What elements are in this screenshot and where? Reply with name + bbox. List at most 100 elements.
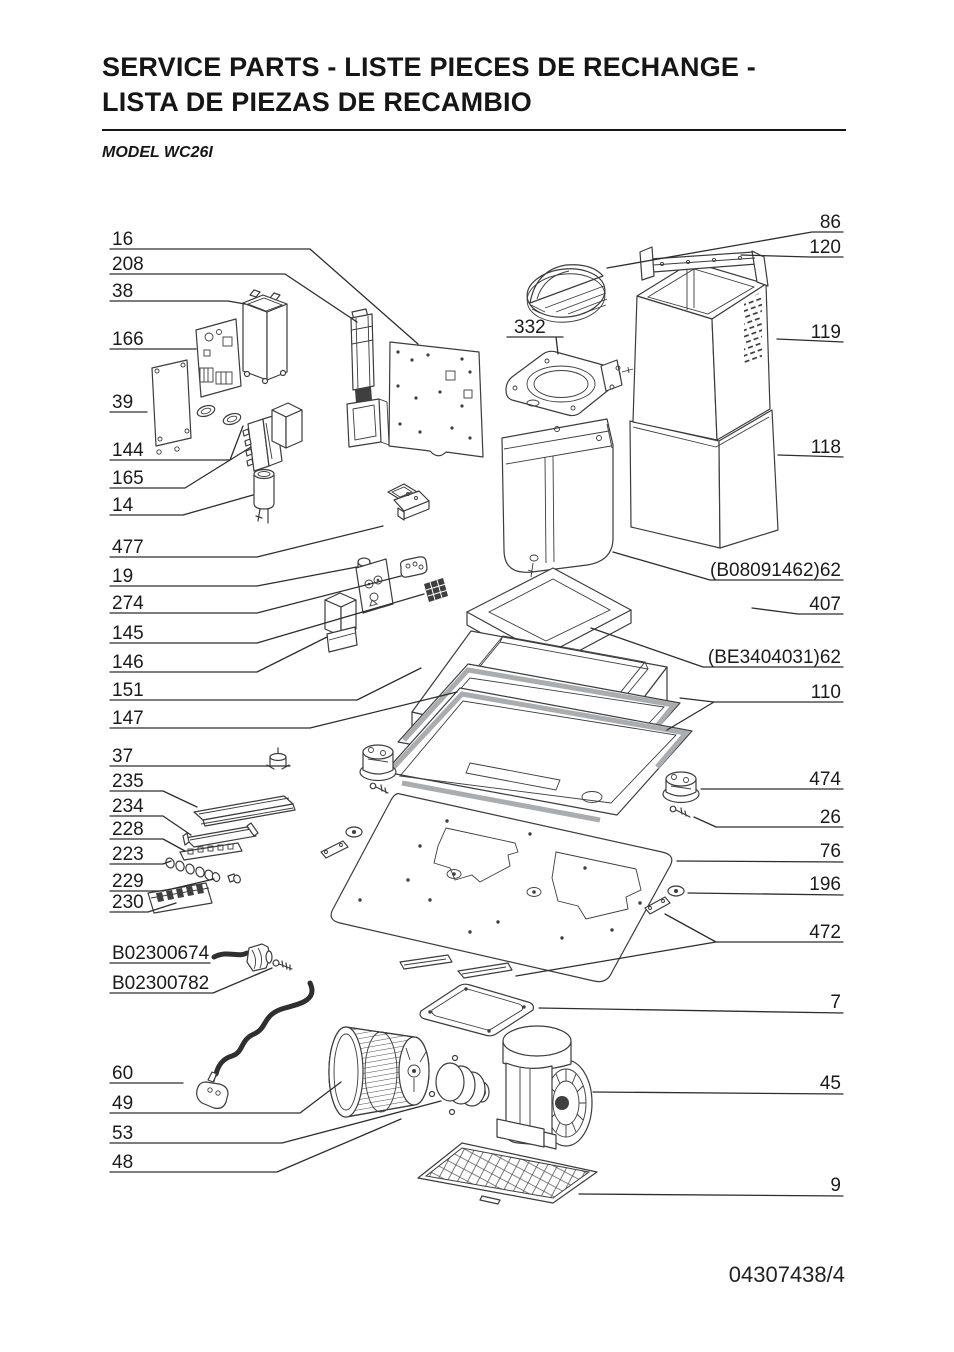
callout-145: 145 <box>109 593 425 644</box>
part-profile-234 <box>182 822 259 848</box>
model-label: MODEL WC26I <box>102 144 213 161</box>
part-lamp-support-left <box>359 744 397 782</box>
part-spacer-53 <box>428 1054 490 1116</box>
part-profile-235 <box>193 795 296 827</box>
callout-474: 474 <box>700 769 844 790</box>
callout-332: 332 <box>506 317 564 355</box>
callout-b08091462: (B08091462)62 <box>612 551 844 581</box>
svg-text:230: 230 <box>112 892 144 913</box>
svg-text:144: 144 <box>112 440 144 461</box>
svg-text:16: 16 <box>112 229 133 250</box>
callout-39: 39 <box>109 392 148 413</box>
svg-text:37: 37 <box>112 746 133 767</box>
part-button-rail-228 <box>179 842 243 861</box>
callout-b02300782: B02300782 <box>109 967 273 994</box>
svg-text:49: 49 <box>112 1093 133 1114</box>
part-blower-wheel-48 <box>328 1026 430 1118</box>
callout-229: 229 <box>109 871 215 892</box>
part-lamp-box <box>271 402 303 449</box>
part-lamp-socket-477 <box>387 483 430 521</box>
part-connector-274 <box>399 556 428 578</box>
part-power-cord-60 <box>213 980 315 1077</box>
svg-text:477: 477 <box>112 537 144 558</box>
callout-19: 19 <box>109 566 358 587</box>
svg-text:9: 9 <box>830 1175 841 1196</box>
callout-151: 151 <box>109 667 422 701</box>
callout-7: 7 <box>538 992 844 1014</box>
part-motor-housing-62 <box>501 418 614 578</box>
svg-text:223: 223 <box>112 844 144 865</box>
title-rule <box>102 129 846 131</box>
part-chimney-upper-119 <box>632 261 771 441</box>
callout-53: 53 <box>109 1100 442 1144</box>
callout-45: 45 <box>592 1073 844 1095</box>
callout-110: 110 <box>666 682 844 731</box>
svg-text:45: 45 <box>820 1073 841 1094</box>
part-grommet-196 <box>667 885 685 897</box>
callout-235: 235 <box>109 771 198 808</box>
callout-9: 9 <box>578 1175 844 1197</box>
svg-text:53: 53 <box>112 1123 133 1144</box>
callout-14: 14 <box>109 494 254 516</box>
part-switch-19 <box>355 557 394 614</box>
svg-text:146: 146 <box>112 652 144 673</box>
svg-text:110: 110 <box>811 682 841 703</box>
panel-holes <box>358 819 642 940</box>
callout-228: 228 <box>109 819 186 852</box>
part-capacitor-14 <box>253 468 275 524</box>
svg-text:B02300782: B02300782 <box>112 973 209 994</box>
callout-120: 120 <box>740 237 844 258</box>
svg-text:147: 147 <box>112 708 144 729</box>
svg-text:7: 7 <box>830 992 841 1013</box>
svg-text:86: 86 <box>820 212 841 233</box>
svg-text:208: 208 <box>112 254 144 275</box>
callout-147: 147 <box>109 691 458 729</box>
svg-text:14: 14 <box>112 495 134 516</box>
part-side-bracket-472-right <box>644 896 671 915</box>
page-title: SERVICE PARTS - LISTE PIECES DE RECHANGE… <box>102 50 846 120</box>
svg-text:234: 234 <box>112 796 144 817</box>
part-screw-left <box>369 782 389 794</box>
callout-223: 223 <box>109 844 172 865</box>
part-button-229 <box>211 872 241 884</box>
part-capacitor-208 <box>346 308 390 448</box>
callout-477: 477 <box>109 525 384 558</box>
svg-text:39: 39 <box>112 392 133 413</box>
page-header: SERVICE PARTS - LISTE PIECES DE RECHANGE… <box>102 50 846 162</box>
callout-be3404031: (BE3404031)62 <box>590 627 844 668</box>
part-terminal-145 <box>424 578 449 602</box>
flap-hatch <box>530 285 608 315</box>
part-damper-valve-86 <box>526 264 608 323</box>
svg-text:B02300674: B02300674 <box>112 943 210 964</box>
part-spacers-144 <box>196 404 242 426</box>
svg-text:274: 274 <box>112 593 144 614</box>
part-glass-panel-147 <box>384 687 693 823</box>
svg-text:118: 118 <box>811 437 841 458</box>
part-motor-plate-7 <box>419 983 535 1037</box>
callout-49: 49 <box>109 1081 342 1114</box>
callout-472: 472 <box>515 913 844 977</box>
svg-text:472: 472 <box>809 922 841 943</box>
callout-234: 234 <box>109 796 192 836</box>
document-number: 04307438/4 <box>728 1262 845 1287</box>
part-pcb-166 <box>195 318 242 398</box>
svg-text:38: 38 <box>112 281 133 302</box>
svg-text:76: 76 <box>820 841 841 862</box>
svg-text:151: 151 <box>112 680 144 701</box>
part-clip-37 <box>266 747 290 770</box>
svg-text:145: 145 <box>112 623 144 644</box>
callout-274: 274 <box>109 575 402 614</box>
callout-26: 26 <box>693 807 844 828</box>
callout-76: 76 <box>676 841 844 863</box>
part-clip-bottom-2 <box>457 962 513 979</box>
part-relay-146 <box>324 592 358 653</box>
part-grease-filter-9 <box>417 1142 598 1205</box>
svg-text:474: 474 <box>809 769 841 790</box>
svg-text:119: 119 <box>811 322 841 343</box>
callout-119: 119 <box>776 322 844 343</box>
spacer-screws <box>428 1054 459 1116</box>
callout-196: 196 <box>687 874 844 896</box>
part-buttons-223 <box>165 857 214 881</box>
